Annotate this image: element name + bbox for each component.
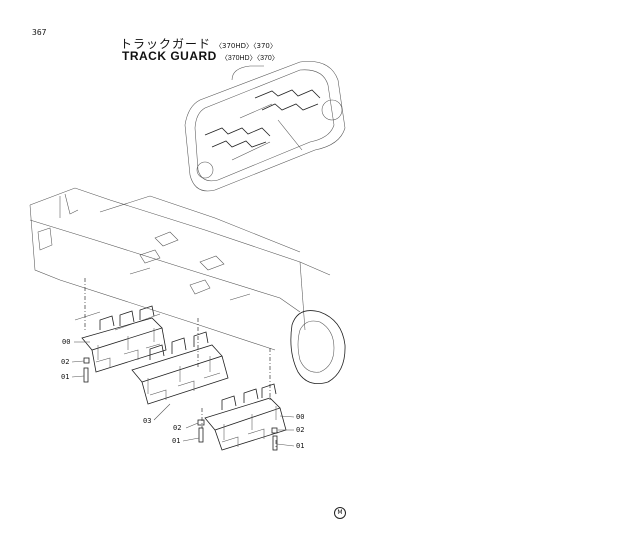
track-guard-left <box>81 305 167 373</box>
callout-right-00: 00 <box>296 413 304 421</box>
manufacturer-stamp: M <box>334 507 346 519</box>
callout-left-02: 02 <box>61 358 69 366</box>
title-english: TRACK GUARD〈370HD〉〈370〉 <box>122 49 279 63</box>
callout-right-02: 02 <box>296 426 304 434</box>
callout-left-01: 01 <box>61 373 69 381</box>
washer-right <box>271 427 278 434</box>
page-number: 367 <box>32 28 47 37</box>
title-japanese-sub: 〈370HD〉〈370〉 <box>215 42 277 50</box>
bolt-right <box>272 435 278 451</box>
undercarriage-overview <box>184 61 346 192</box>
track-frame <box>29 187 346 385</box>
fasteners <box>83 357 278 451</box>
bolt-left <box>83 367 89 383</box>
title-japanese-text: トラックガード <box>120 37 212 51</box>
washer-middle <box>197 419 205 426</box>
bolt-middle <box>198 427 204 443</box>
track-guard-right <box>204 383 287 451</box>
callout-middle-01: 01 <box>172 437 180 445</box>
callout-middle-02: 02 <box>173 424 181 432</box>
callout-left-00: 00 <box>62 338 70 346</box>
title-english-text: TRACK GUARD <box>122 49 217 63</box>
callout-right-01: 01 <box>296 442 304 450</box>
track-guard-middle <box>131 331 229 405</box>
washer-left <box>83 357 90 364</box>
title-japanese: トラックガード〈370HD〉〈370〉 <box>120 35 277 52</box>
title-english-sub: 〈370HD〉〈370〉 <box>220 55 279 62</box>
callout-middle-03: 03 <box>143 417 151 425</box>
